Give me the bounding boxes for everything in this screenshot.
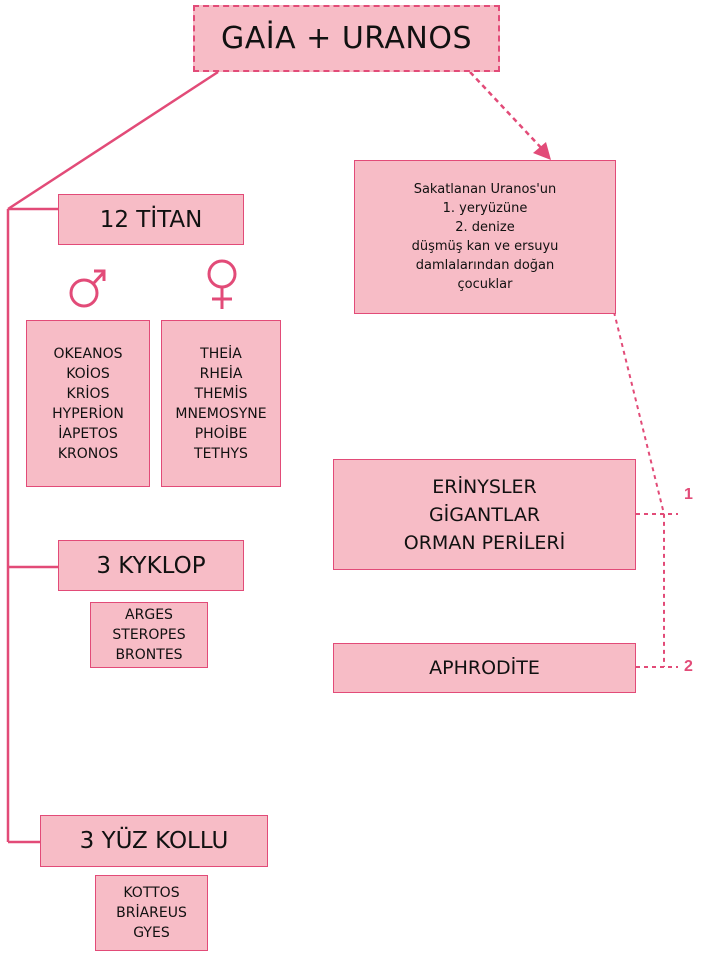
list-item: İAPETOS	[58, 425, 118, 442]
male-titans-box: OKEANOS KOİOS KRİOS HYPERİON İAPETOS KRO…	[26, 320, 150, 487]
kyklop-members-box: ARGES STEROPES BRONTES	[90, 602, 208, 668]
female-titans-box: THEİA RHEİA THEMİS MNEMOSYNE PHOİBE TETH…	[161, 320, 281, 487]
kyklop-label: 3 KYKLOP	[96, 552, 206, 579]
list-item: ORMAN PERİLERİ	[403, 531, 566, 554]
list-item: RHEİA	[199, 365, 243, 382]
description-line: 2. denize	[455, 220, 515, 235]
description-box: Sakatlanan Uranos'un 1. yeryüzüne 2. den…	[354, 160, 616, 314]
root-box: GAİA + URANOS	[193, 5, 500, 72]
list-item: MNEMOSYNE	[175, 405, 267, 422]
hundred-handed-label: 3 YÜZ KOLLU	[79, 828, 229, 854]
list-item: OKEANOS	[53, 345, 123, 362]
earth-children-box: ERİNYSLER GİGANTLAR ORMAN PERİLERİ	[333, 459, 636, 570]
mars-symbol-icon	[69, 269, 106, 308]
list-item: STEROPES	[112, 627, 186, 643]
list-item: ARGES	[125, 607, 173, 623]
list-item: KOİOS	[66, 365, 110, 382]
hundred-handed-members-box: KOTTOS BRİAREUS GYES	[95, 875, 208, 951]
list-item: BRONTES	[115, 647, 183, 663]
list-item: BRİAREUS	[116, 905, 187, 921]
description-line: damlalarından doğan	[415, 258, 555, 273]
list-item: KOTTOS	[123, 885, 180, 901]
root-label: GAİA + URANOS	[220, 21, 473, 56]
list-item: THEMİS	[194, 385, 248, 402]
titans-label: 12 TİTAN	[99, 206, 203, 233]
marker-2: 2	[684, 658, 693, 675]
sea-child-box: APHRODİTE	[333, 643, 636, 693]
list-item: KRONOS	[57, 445, 119, 462]
list-item: ERİNYSLER	[432, 475, 537, 498]
venus-symbol-icon	[207, 259, 237, 309]
sea-child-label: APHRODİTE	[429, 657, 540, 679]
list-item: PHOİBE	[194, 425, 248, 442]
marker-1: 1	[684, 486, 693, 503]
list-item: THEİA	[200, 345, 242, 362]
kyklop-box: 3 KYKLOP	[58, 540, 244, 591]
description-line: düşmüş kan ve ersuyu	[411, 239, 559, 254]
hundred-handed-box: 3 YÜZ KOLLU	[40, 815, 268, 867]
titans-box: 12 TİTAN	[58, 194, 244, 245]
description-line: çocuklar	[457, 277, 513, 292]
list-item: GYES	[133, 925, 170, 941]
list-item: HYPERİON	[52, 405, 124, 422]
list-item: GİGANTLAR	[428, 503, 541, 526]
description-line: Sakatlanan Uranos'un	[413, 182, 557, 197]
list-item: TETHYS	[194, 445, 248, 462]
description-line: 1. yeryüzüne	[442, 201, 528, 216]
list-item: KRİOS	[66, 385, 110, 402]
